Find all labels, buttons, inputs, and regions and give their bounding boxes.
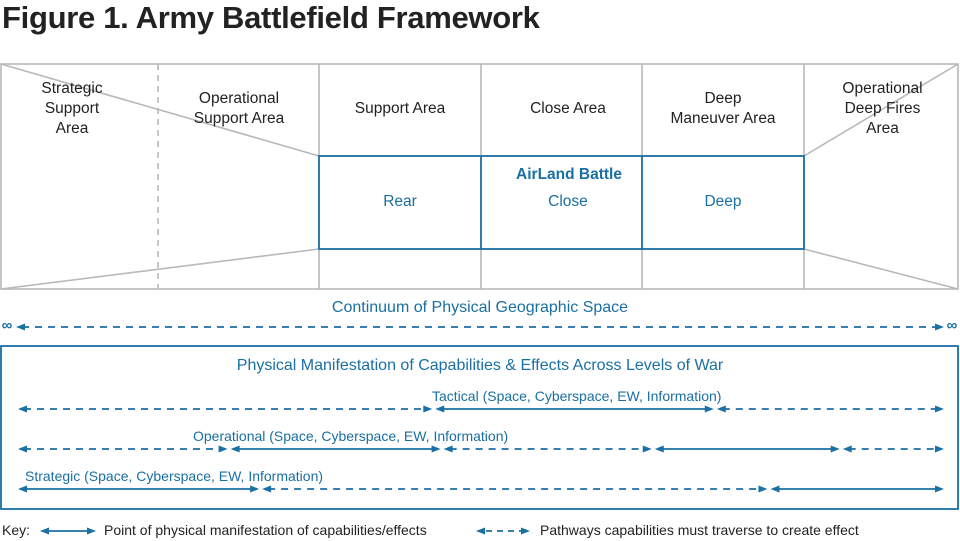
tactical-row-arrows — [18, 405, 944, 413]
tactical-row-label: Tactical (Space, Cyberspace, EW, Informa… — [432, 388, 722, 404]
operational-segment-1-dashed-left-arrowhead — [18, 445, 27, 453]
key-dashed-description: Pathways capabilities must traverse to c… — [540, 522, 859, 538]
airland-rear-label: Rear — [383, 193, 417, 210]
operational-segment-4-solid-left-arrowhead — [654, 445, 664, 453]
key-dashed-left-arrowhead — [476, 527, 485, 535]
key-dashed-right-arrowhead — [521, 527, 530, 535]
perspective-line-top-left — [0, 63, 320, 157]
tactical-segment-3-dashed-right-arrowhead — [935, 405, 944, 413]
manifestation-box — [0, 345, 959, 510]
operational-segment-4-solid-right-arrowhead — [830, 445, 840, 453]
strategic-segment-1-solid-left-arrowhead — [18, 485, 27, 493]
perspective-line-bottom-left — [0, 248, 320, 290]
continuum-right-arrowhead — [935, 323, 944, 331]
operational-segment-2-solid-right-arrowhead — [431, 445, 441, 453]
infinity-right-icon: ∞ — [946, 317, 958, 334]
strategic-segment-1-solid-right-arrowhead — [250, 485, 260, 493]
airland-close-label: Close — [548, 193, 588, 210]
framework-outline — [0, 63, 959, 290]
operational-segment-5-dashed-left-arrowhead — [842, 445, 852, 453]
key-solid-description: Point of physical manifestation of capab… — [104, 522, 427, 538]
strategic-segment-3-solid-left-arrowhead — [770, 485, 780, 493]
infinity-left-icon: ∞ — [1, 317, 13, 334]
operational-segment-1-dashed-right-arrowhead — [218, 445, 228, 453]
operational-segment-3-dashed-left-arrowhead — [443, 445, 453, 453]
operational-row-label: Operational (Space, Cyberspace, EW, Info… — [193, 428, 509, 444]
key-solid-arrow-icon-right-arrowhead — [87, 527, 96, 535]
tactical-segment-1-dashed-right-arrowhead — [423, 405, 433, 413]
strategic-row-arrows — [18, 485, 944, 493]
manifestation-title: Physical Manifestation of Capabilities &… — [236, 357, 724, 374]
strategic-row-label: Strategic (Space, Cyberspace, EW, Inform… — [25, 468, 324, 484]
strategic-segment-2-dashed-left-arrowhead — [262, 485, 272, 493]
operational-row-arrows — [18, 445, 944, 453]
tactical-segment-2-solid-right-arrowhead — [704, 405, 714, 413]
key-label: Key: — [2, 522, 31, 538]
perspective-line-top-right — [803, 63, 959, 157]
airland-battle-box — [318, 155, 805, 250]
support-area-label: Support Area — [354, 100, 446, 117]
operational-segment-2-solid-left-arrowhead — [230, 445, 240, 453]
operational-segment-3-dashed-right-arrowhead — [642, 445, 652, 453]
operational-segment-5-dashed-right-arrowhead — [935, 445, 944, 453]
continuum-label: Continuum of Physical Geographic Space — [331, 299, 629, 316]
strategic-support-area-label: Strategic Support Area — [41, 80, 103, 137]
airland-battle-heading: AirLand Battle — [516, 166, 622, 183]
figure-title: Figure 1. Army Battlefield Framework — [2, 0, 540, 35]
tactical-segment-1-dashed-left-arrowhead — [18, 405, 27, 413]
operational-deep-fires-area-label: Operational Deep Fires Area — [842, 80, 923, 137]
tactical-segment-2-solid-left-arrowhead — [435, 405, 445, 413]
close-area-label: Close Area — [530, 100, 606, 117]
deep-maneuver-area-label: Deep Maneuver Area — [670, 90, 776, 127]
key-solid-arrow-icon-left-arrowhead — [40, 527, 49, 535]
strategic-segment-3-solid-right-arrowhead — [935, 485, 944, 493]
continuum-arrow — [16, 323, 944, 331]
strategic-segment-2-dashed-right-arrowhead — [758, 485, 768, 493]
continuum-left-arrowhead — [16, 323, 25, 331]
tactical-segment-3-dashed-left-arrowhead — [716, 405, 726, 413]
perspective-line-bottom-right — [803, 248, 959, 290]
operational-support-area-label: Operational Support Area — [193, 90, 285, 127]
airland-deep-label: Deep — [704, 193, 742, 210]
